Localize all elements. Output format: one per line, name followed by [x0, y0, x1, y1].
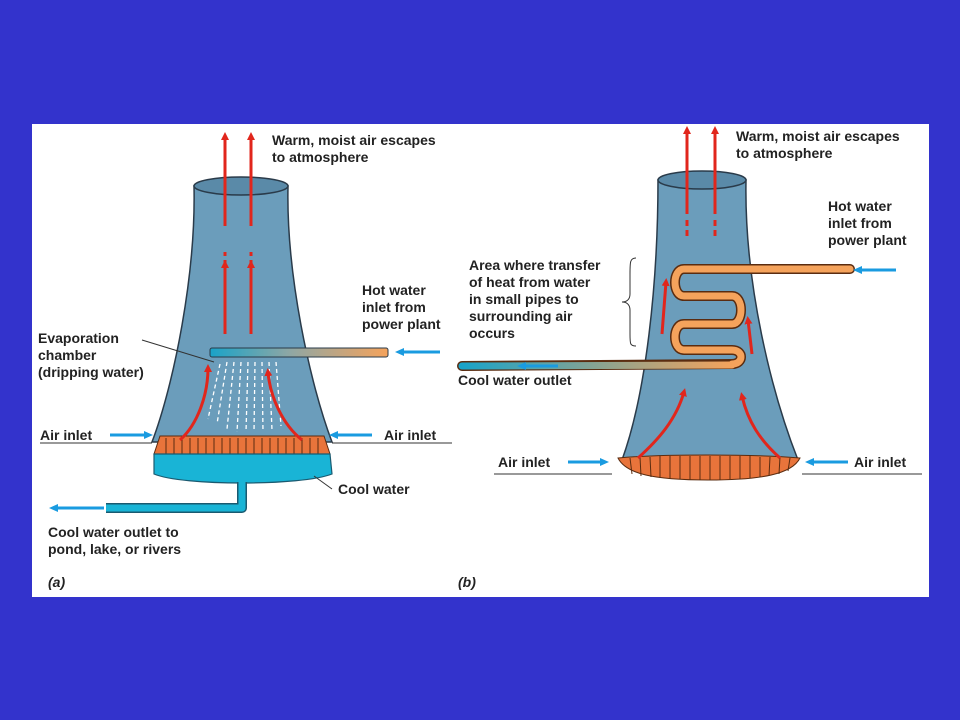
leader-lines-a: [40, 339, 452, 490]
water-and-inlet-arrows-b: [517, 266, 896, 466]
cool-outlet-label-b: Cool water outlet: [458, 372, 572, 388]
air-inlet-left-a: Air inlet: [40, 427, 93, 443]
tower-a: [106, 176, 334, 513]
warm-air-label-b: Warm, moist air escapes to atmosphere: [736, 128, 900, 161]
panel-letter-a: (a): [48, 574, 66, 590]
air-inlet-right-b: Air inlet: [854, 454, 907, 470]
leader-lines-b: [494, 257, 922, 475]
bracket: [621, 257, 637, 347]
evaporation-label: Evaporation chamber (dripping water): [38, 330, 144, 380]
heat-exchange-pipe: [457, 264, 855, 371]
hot-water-label-a: Hot water inlet from power plant: [362, 282, 441, 332]
cool-water-label: Cool water: [338, 481, 410, 497]
figure-drawing: [40, 126, 922, 513]
warm-air-label-a: Warm, moist air escapes to atmosphere: [272, 132, 436, 165]
hot-water-label-b: Hot water inlet from power plant: [828, 198, 907, 248]
air-flow-arrows-a: [178, 132, 303, 442]
water-and-inlet-arrows-a: [49, 348, 440, 512]
air-inlet-right-a: Air inlet: [384, 427, 437, 443]
air-inlet-left-b: Air inlet: [498, 454, 551, 470]
cooling-tower-figure: Warm, moist air escapes to atmosphere Ho…: [32, 124, 929, 597]
dripping-water: [207, 361, 282, 433]
outlet-label-a: Cool water outlet to pond, lake, or rive…: [48, 524, 182, 557]
panel-letter-b: (b): [458, 574, 476, 590]
transfer-area-label: Area where transfer of heat from water i…: [469, 257, 601, 341]
air-flow-arrows-b: [636, 126, 782, 460]
hot-water-pipe-a: [209, 347, 389, 358]
